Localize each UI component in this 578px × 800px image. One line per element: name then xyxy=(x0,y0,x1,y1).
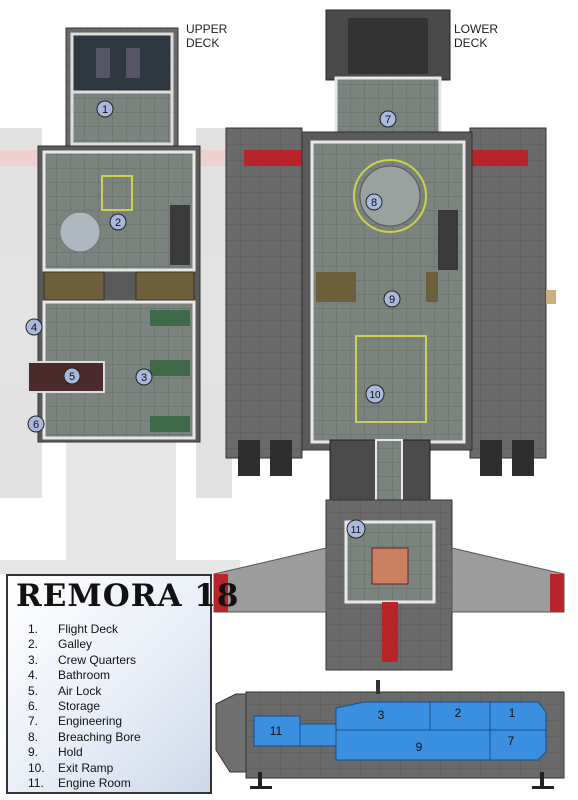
legend-item: 8. Breaching Bore xyxy=(28,730,141,745)
profile-label-flight-deck: 1 xyxy=(509,706,516,720)
marker-label: 8 xyxy=(371,197,377,209)
legend-item: 10. Exit Ramp xyxy=(28,761,141,776)
legend-item: 6. Storage xyxy=(28,699,141,714)
legend-item-number: 7. xyxy=(28,714,39,729)
legend-item-number: 1. xyxy=(28,622,39,636)
upper-deck-label: UPPER DECK xyxy=(186,22,227,50)
marker-label: 11 xyxy=(351,525,362,536)
marker-engineering: 7 xyxy=(379,110,397,128)
legend-item: 11. Engine Room xyxy=(28,776,141,791)
upper-deck-label-line2: DECK xyxy=(186,36,220,50)
marker-label: 3 xyxy=(141,372,147,384)
legend-item-label: Air Lock xyxy=(58,683,102,698)
legend-item: 5. Air Lock xyxy=(28,684,141,699)
legend-item-label: Exit Ramp xyxy=(58,760,114,775)
profile-label-crew-quarters: 3 xyxy=(378,708,385,722)
legend-item-label: Crew Quarters xyxy=(58,652,137,667)
legend-item-number: 10. xyxy=(28,760,45,775)
legend-item-label: Engine Room xyxy=(58,776,131,791)
upper-deck-label-line1: UPPER xyxy=(186,22,228,36)
upper-deck xyxy=(27,27,201,443)
legend-title: REMORA 18 xyxy=(16,578,240,614)
marker-label: 1 xyxy=(102,104,108,116)
profile-label-galley: 2 xyxy=(455,706,462,720)
lower-deck-label: LOWER DECK xyxy=(454,22,498,50)
marker-breaching-bore: 8 xyxy=(365,193,383,211)
legend-item-label: Breaching Bore xyxy=(58,729,141,744)
legend-item: 9. Hold xyxy=(28,745,141,760)
legend-item-number: 9. xyxy=(28,745,39,760)
legend-list: 1. Flight Deck 2. Galley 3. Crew Quarters 4… xyxy=(28,622,141,791)
legend-item-number: 11. xyxy=(28,776,44,791)
marker-label: 5 xyxy=(69,371,75,383)
legend-panel: REMORA 18 1. Flight Deck 2. Galley 3. Crew … xyxy=(6,574,238,794)
profile-label-engine-room: 11 xyxy=(270,724,283,738)
profile-label-hold: 9 xyxy=(416,740,423,754)
marker-air-lock: 5 xyxy=(63,367,81,385)
side-profile-labels: 11 3 2 1 9 7 xyxy=(270,706,516,754)
legend-item: 1. Flight Deck xyxy=(28,622,141,637)
marker-crew-quarters: 3 xyxy=(135,368,153,386)
legend-item-label: Flight Deck xyxy=(58,622,119,636)
marker-label: 6 xyxy=(33,419,39,431)
lower-deck xyxy=(213,9,565,671)
marker-bathroom: 4 xyxy=(25,318,43,336)
legend-item: 4. Bathroom xyxy=(28,668,141,683)
legend-item-number: 4. xyxy=(28,668,39,683)
marker-label: 2 xyxy=(115,217,121,229)
legend-item-number: 6. xyxy=(28,699,39,714)
marker-galley: 2 xyxy=(109,213,127,231)
marker-label: 4 xyxy=(31,322,37,334)
legend-item-label: Hold xyxy=(58,745,83,760)
marker-label: 9 xyxy=(389,294,395,306)
side-profile xyxy=(215,680,565,789)
legend-item: 7. Engineering xyxy=(28,714,141,729)
legend-item: 2. Galley xyxy=(28,637,141,652)
lower-deck-markers: 7 8 9 10 11 xyxy=(346,110,401,539)
marker-exit-ramp: 10 xyxy=(365,384,385,404)
legend-item-label: Bathroom xyxy=(58,668,111,683)
legend-item-number: 2. xyxy=(28,637,39,652)
marker-flight-deck: 1 xyxy=(96,100,114,118)
marker-label: 10 xyxy=(369,390,381,401)
lower-deck-label-line2: DECK xyxy=(454,36,488,50)
legend-item-label: Storage xyxy=(58,699,101,714)
marker-engine-room: 11 xyxy=(346,519,366,539)
legend-item-label: Galley xyxy=(58,637,93,652)
upper-deck-markers: 1 2 3 4 5 6 xyxy=(25,100,153,433)
legend-item-number: 3. xyxy=(28,652,39,667)
legend-item-label: Engineering xyxy=(58,714,123,729)
marker-hold: 9 xyxy=(383,290,401,308)
profile-label-engineering: 7 xyxy=(508,734,515,748)
lower-deck-label-line1: LOWER xyxy=(454,22,499,36)
legend-item-number: 5. xyxy=(28,683,39,698)
legend-item-number: 8. xyxy=(28,729,39,744)
marker-label: 7 xyxy=(385,114,391,126)
marker-storage: 6 xyxy=(27,415,45,433)
legend-item: 3. Crew Quarters xyxy=(28,653,141,668)
